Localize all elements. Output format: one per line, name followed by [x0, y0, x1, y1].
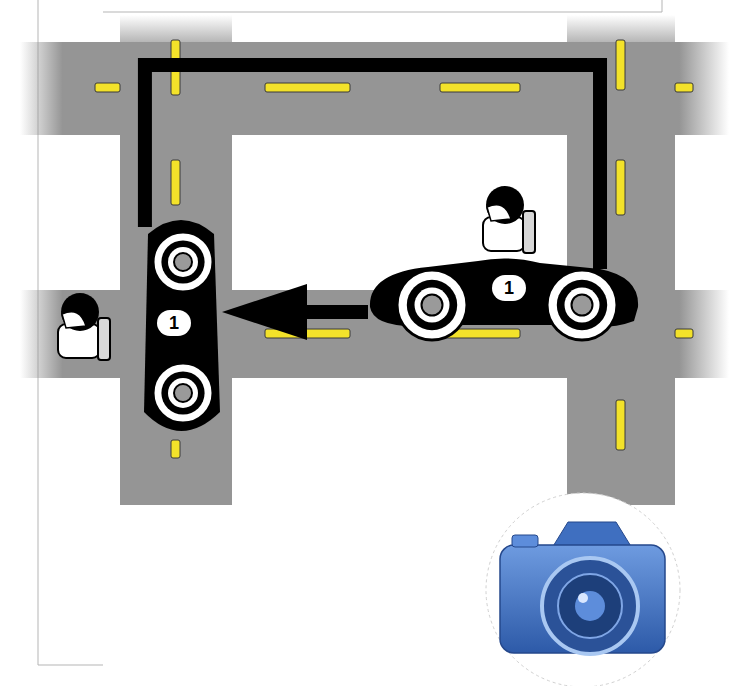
race-car: 1 — [140, 212, 222, 440]
roads — [20, 15, 729, 505]
route-arrow — [307, 305, 368, 319]
car-number: 1 — [492, 275, 526, 301]
lane-dashes — [95, 40, 693, 458]
camera-icon — [486, 493, 680, 686]
car-number: 1 — [157, 310, 191, 336]
race-car: 1 — [368, 245, 640, 340]
